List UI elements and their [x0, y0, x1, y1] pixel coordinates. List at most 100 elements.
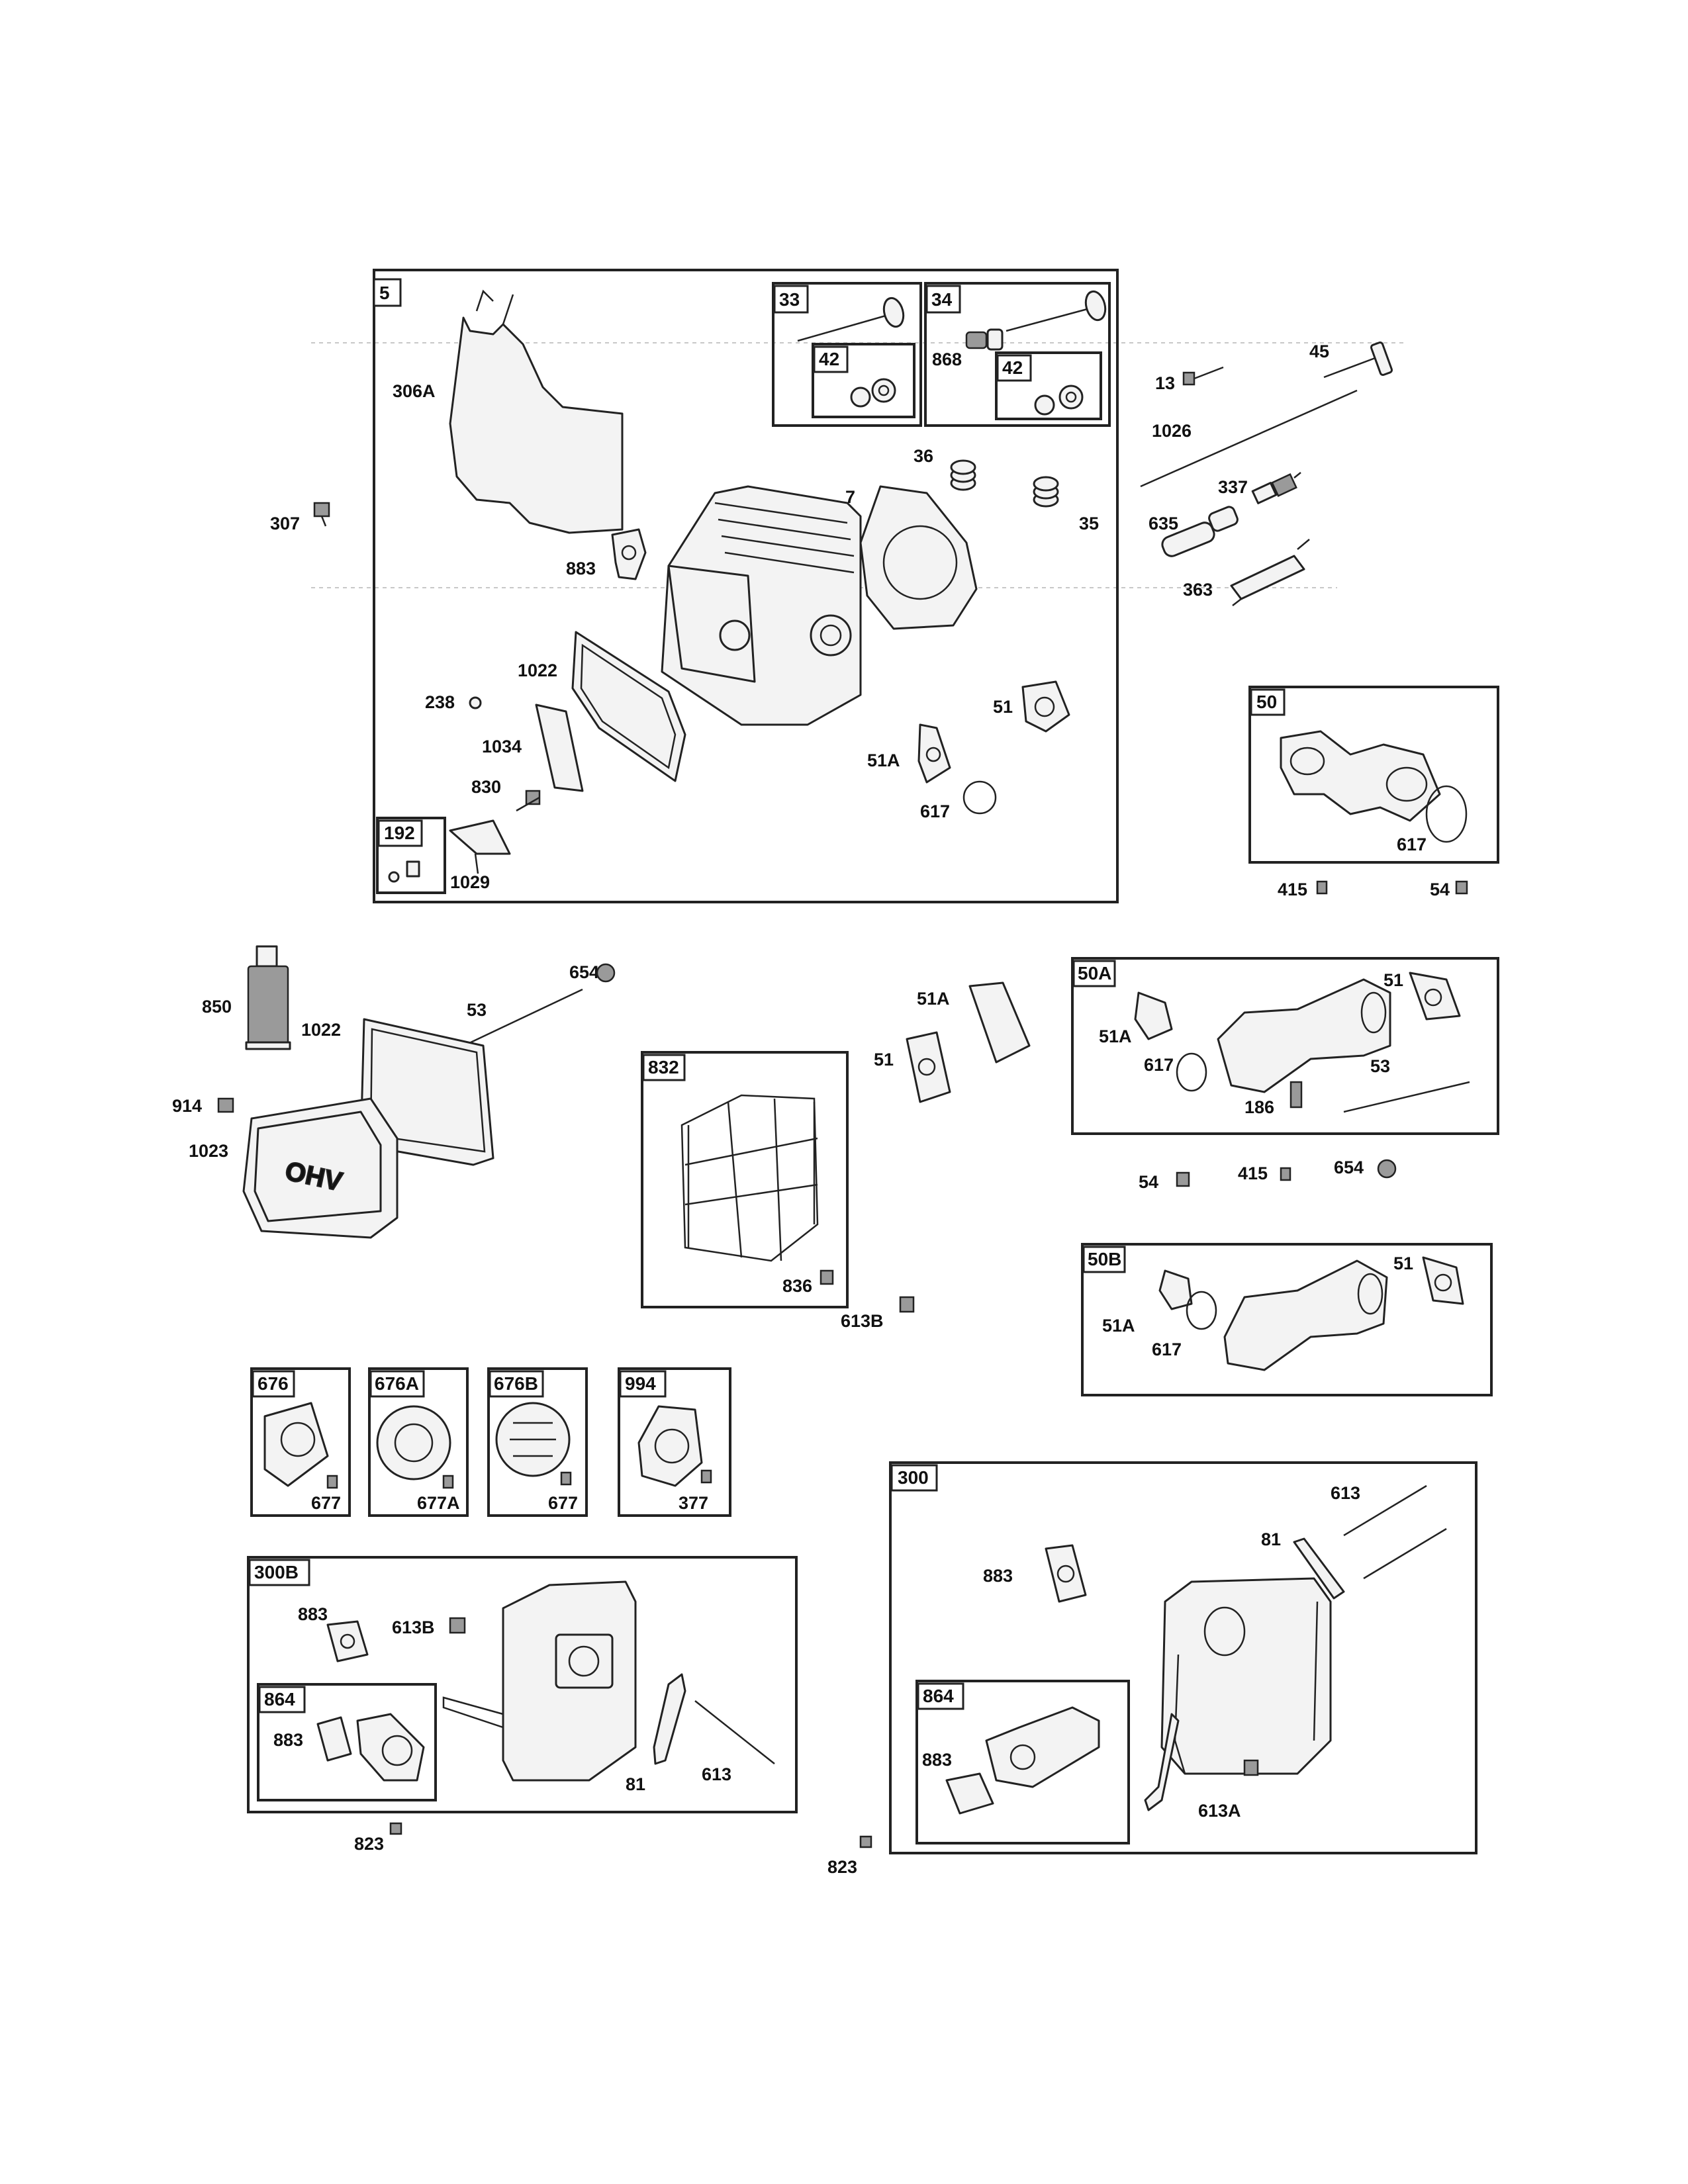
bolt-830-icon: [516, 790, 541, 812]
gasket-51A-icon: [1134, 991, 1173, 1040]
group-50-label: 50: [1256, 692, 1277, 712]
muffler-guard-icon: [680, 1094, 819, 1262]
group-832-label: 832: [648, 1057, 679, 1077]
group-994-tag: [619, 1370, 667, 1398]
group-864a-label: 864: [264, 1689, 295, 1709]
group-33-tag: [773, 285, 809, 314]
fuel-fitting-icon: [1289, 1081, 1303, 1109]
valve-seal-icon: [965, 328, 1004, 351]
screw-677A-icon: [442, 1475, 454, 1489]
label-613B: 613B: [841, 1311, 884, 1331]
gasket-883-icon: [316, 1716, 352, 1762]
label-306A: 306A: [393, 381, 436, 401]
group-42b-label: 42: [1002, 357, 1023, 378]
label-337: 337: [1218, 477, 1248, 497]
group-832-frame: [641, 1051, 849, 1308]
group-34-label: 34: [931, 289, 953, 310]
label-1022: 1022: [518, 660, 557, 680]
group-5-tag: [373, 278, 402, 307]
label-677: 677: [311, 1493, 341, 1513]
label-613A: 613A: [1198, 1801, 1241, 1821]
bolt-613-icon: [694, 1700, 775, 1764]
o-ring-617-icon: [1425, 785, 1468, 843]
screw-377-icon: [700, 1469, 712, 1484]
label-836: 836: [782, 1276, 812, 1296]
rocker-cover-icon: OHV: [242, 1097, 399, 1239]
group-676A-tag: [369, 1370, 425, 1398]
label-81: 81: [626, 1774, 645, 1794]
nut-415-icon: [1280, 1167, 1291, 1181]
muffler-deflector-icon: [376, 1405, 451, 1480]
label-617: 617: [1152, 1340, 1182, 1359]
intake-elbow-icon: [1217, 978, 1391, 1093]
valve-keeper-icon: [850, 378, 896, 408]
label-51: 51: [874, 1050, 894, 1069]
group-50A-tag: [1072, 960, 1116, 987]
label-415: 415: [1238, 1163, 1268, 1183]
label-654: 654: [569, 962, 599, 982]
gasket-883-icon: [1045, 1544, 1087, 1603]
screw-823-icon: [859, 1835, 872, 1848]
label-883: 883: [566, 559, 596, 578]
group-33-label: 33: [779, 289, 800, 310]
stud-53-icon: [456, 988, 583, 1050]
label-53: 53: [1370, 1056, 1390, 1076]
group-676B-frame: [487, 1367, 588, 1517]
push-rod-guide-icon: [1323, 341, 1393, 379]
label-617: 617: [1397, 835, 1427, 854]
muffler-bracket-icon: [1293, 1537, 1345, 1600]
group-5-cylinder-head-kit: 5 33 42 34 868 42: [373, 269, 1119, 903]
exhaust-valve-icon: [1006, 290, 1107, 332]
group-676-tag: [252, 1370, 295, 1398]
group-5-frame: [373, 269, 1119, 903]
valve-spring-icon: [950, 459, 976, 491]
label-307: 307: [270, 514, 300, 533]
group-50-intake-elbow-kit: 50 617: [1248, 686, 1499, 864]
label-53: 53: [467, 1000, 487, 1020]
screw-13-icon: [1182, 366, 1224, 386]
label-635: 635: [1149, 514, 1178, 533]
o-ring-617-icon: [962, 780, 997, 815]
group-192-label: 192: [384, 823, 415, 843]
screw-677-icon: [560, 1471, 572, 1486]
label-1023: 1023: [189, 1141, 228, 1161]
label-1026: 1026: [1152, 421, 1192, 441]
label-613B: 613B: [392, 1617, 435, 1637]
group-676A-frame: [368, 1367, 469, 1517]
cylinder-pin-icon: [1161, 506, 1239, 557]
group-50A-frame: [1071, 957, 1499, 1135]
gasket-51A-icon: [1158, 1269, 1193, 1310]
intake-elbow-icon: [1280, 730, 1441, 822]
gasket-51A-icon: [917, 723, 951, 784]
label-823: 823: [827, 1857, 857, 1877]
group-42b-frame: [995, 351, 1102, 420]
group-42b-tag: [996, 354, 1032, 382]
group-42a-tag: [813, 345, 849, 373]
nut-654-icon: [1377, 1159, 1397, 1179]
air-shroud-icon: [449, 316, 624, 534]
group-50A-label: 50A: [1078, 963, 1111, 983]
label-13: 13: [1155, 373, 1175, 393]
label-238: 238: [425, 692, 455, 712]
group-50-tag: [1250, 688, 1286, 716]
valve-spring-icon: [1033, 476, 1059, 508]
group-5-label: 5: [379, 283, 390, 303]
group-676B-tag: [489, 1370, 544, 1398]
o-ring-617-icon: [1176, 1052, 1207, 1092]
group-864a-tag: [258, 1686, 306, 1713]
label-7: 7: [845, 487, 855, 507]
rocker-gasket-icon: [571, 631, 686, 782]
label-914: 914: [172, 1096, 202, 1116]
screw-836-icon: [820, 1269, 834, 1285]
label-51: 51: [1393, 1253, 1413, 1273]
group-192-frame: [376, 817, 446, 894]
sealant-tube-icon: [245, 945, 291, 1050]
air-shroud-tab-icon: [475, 289, 514, 325]
group-864b-label: 864: [923, 1686, 954, 1706]
label-617: 617: [920, 801, 950, 821]
label-1034: 1034: [482, 737, 522, 756]
label-51: 51: [993, 697, 1013, 717]
stud-53-icon: [1343, 1081, 1470, 1113]
group-864a-frame: [257, 1683, 437, 1801]
label-36: 36: [914, 446, 933, 466]
